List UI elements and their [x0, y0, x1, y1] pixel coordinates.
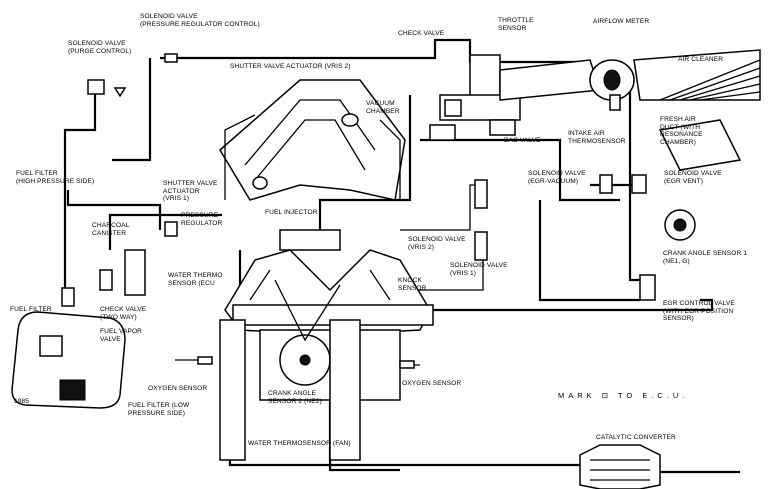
label-check-valve-top: CHECK VALVE: [398, 30, 445, 37]
exhaust-catalytic: [219, 319, 661, 489]
label-bac-valve: BAC VALVE: [504, 137, 541, 144]
label-tank-tag: 1985: [14, 398, 30, 405]
label-fuel-filter-high: FUEL FILTER(HIGH PRESSURE SIDE): [16, 170, 95, 185]
label-solenoid-vris2: SOLENOID VALVE(VRIS 2): [408, 236, 466, 251]
label-solenoid-egr-vent: SOLENOID VALVE(EGR VENT): [664, 170, 722, 185]
label-mark-to-ecu: MARK ⊡ TO E.C.U.: [558, 391, 689, 400]
label-air-cleaner: AIR CLEANER: [678, 56, 724, 63]
label-catalytic-converter: CATALYTIC CONVERTER: [596, 434, 676, 441]
valves-sensors: [61, 53, 696, 369]
label-oxygen-sensor-right: OXYGEN SENSOR: [402, 380, 462, 387]
intake-manifold: [219, 79, 406, 201]
label-check-valve-two-way: CHECK VALVE(TWO WAY): [100, 306, 147, 321]
label-shutter-vris2: SHUTTER VALVE ACTUATOR (VRIS 2): [230, 63, 351, 70]
label-solenoid-egr-vacuum: SOLENOID VALVE(EGR-VACUUM): [528, 170, 586, 185]
label-solenoid-vris1: SOLENOID VALVE(VRIS 1): [450, 262, 508, 277]
air-intake-assembly: [429, 49, 761, 171]
engine-block: [224, 229, 434, 401]
label-solenoid-purge: SOLENOID VALVE(PURGE CONTROL): [68, 40, 132, 55]
label-oxygen-sensor-left: OXYGEN SENSOR: [148, 385, 208, 392]
label-airflow-meter: AIRFLOW METER: [593, 18, 650, 25]
label-water-thermosensor-fan: WATER THERMOSENSOR (FAN): [248, 440, 351, 447]
fuel-tank: [11, 311, 126, 409]
label-crank-angle-1: CRANK ANGLE SENSOR 1(NE1, G): [663, 250, 748, 265]
label-fuel-injector: FUEL INJECTOR: [265, 209, 318, 216]
label-solenoid-pressure-regulator: SOLENOID VALVE(PRESSURE REGULATOR CONTRO…: [140, 13, 260, 28]
label-fuel-filter: FUEL FILTER: [10, 306, 52, 313]
